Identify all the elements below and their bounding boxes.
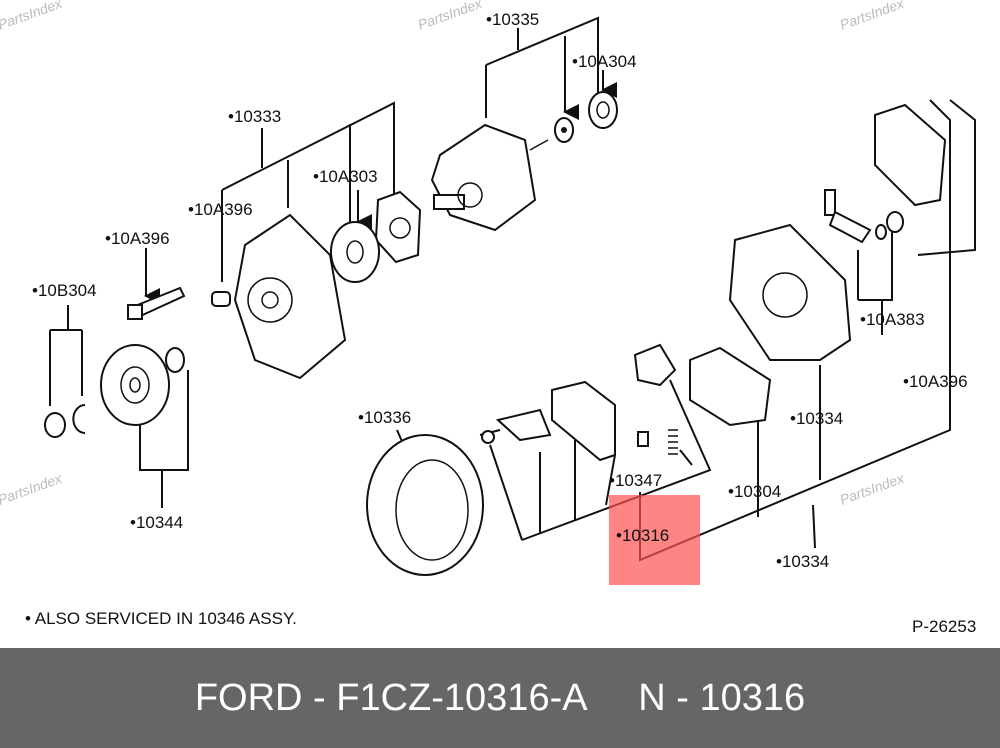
part-label-10A396[interactable]: •10A396 xyxy=(188,200,253,219)
part-label-10A383[interactable]: •10A383 xyxy=(860,310,925,329)
part-label-10336[interactable]: •10336 xyxy=(358,408,411,427)
watermark: PartsIndex xyxy=(838,470,907,508)
service-note: • ALSO SERVICED IN 10346 ASSY. xyxy=(25,609,297,628)
alternator-exploded-diagram: PartsIndex PartsIndex PartsIndex PartsIn… xyxy=(0,0,976,636)
part-label-10334[interactable]: •10334 xyxy=(790,409,843,428)
part-label-10B304[interactable]: •10B304 xyxy=(32,281,97,300)
selected-part-highlight xyxy=(609,495,700,585)
figure-code: P-26253 xyxy=(912,617,976,636)
part-number-footer: FORD - F1CZ-10316-A N - 10316 xyxy=(0,648,1000,748)
watermark: PartsIndex xyxy=(0,470,65,508)
part-label-10A396[interactable]: •10A396 xyxy=(903,372,968,391)
part-label-10335[interactable]: •10335 xyxy=(486,10,539,29)
watermark: PartsIndex xyxy=(838,0,907,33)
part-label-10333[interactable]: •10333 xyxy=(228,107,281,126)
part-label-10A304[interactable]: •10A304 xyxy=(572,52,637,71)
part-number-text: FORD - F1CZ-10316-A N - 10316 xyxy=(194,676,806,719)
parts xyxy=(44,91,947,576)
part-label-10347[interactable]: •10347 xyxy=(609,471,662,490)
part-label-10334[interactable]: •10334 xyxy=(776,552,829,571)
watermark: PartsIndex xyxy=(416,0,485,33)
part-label-10A396[interactable]: •10A396 xyxy=(105,229,170,248)
part-label-10A303[interactable]: •10A303 xyxy=(313,167,378,186)
part-label-10304[interactable]: •10304 xyxy=(728,482,781,501)
watermark: PartsIndex xyxy=(0,0,65,33)
part-label-10344[interactable]: •10344 xyxy=(130,513,183,532)
